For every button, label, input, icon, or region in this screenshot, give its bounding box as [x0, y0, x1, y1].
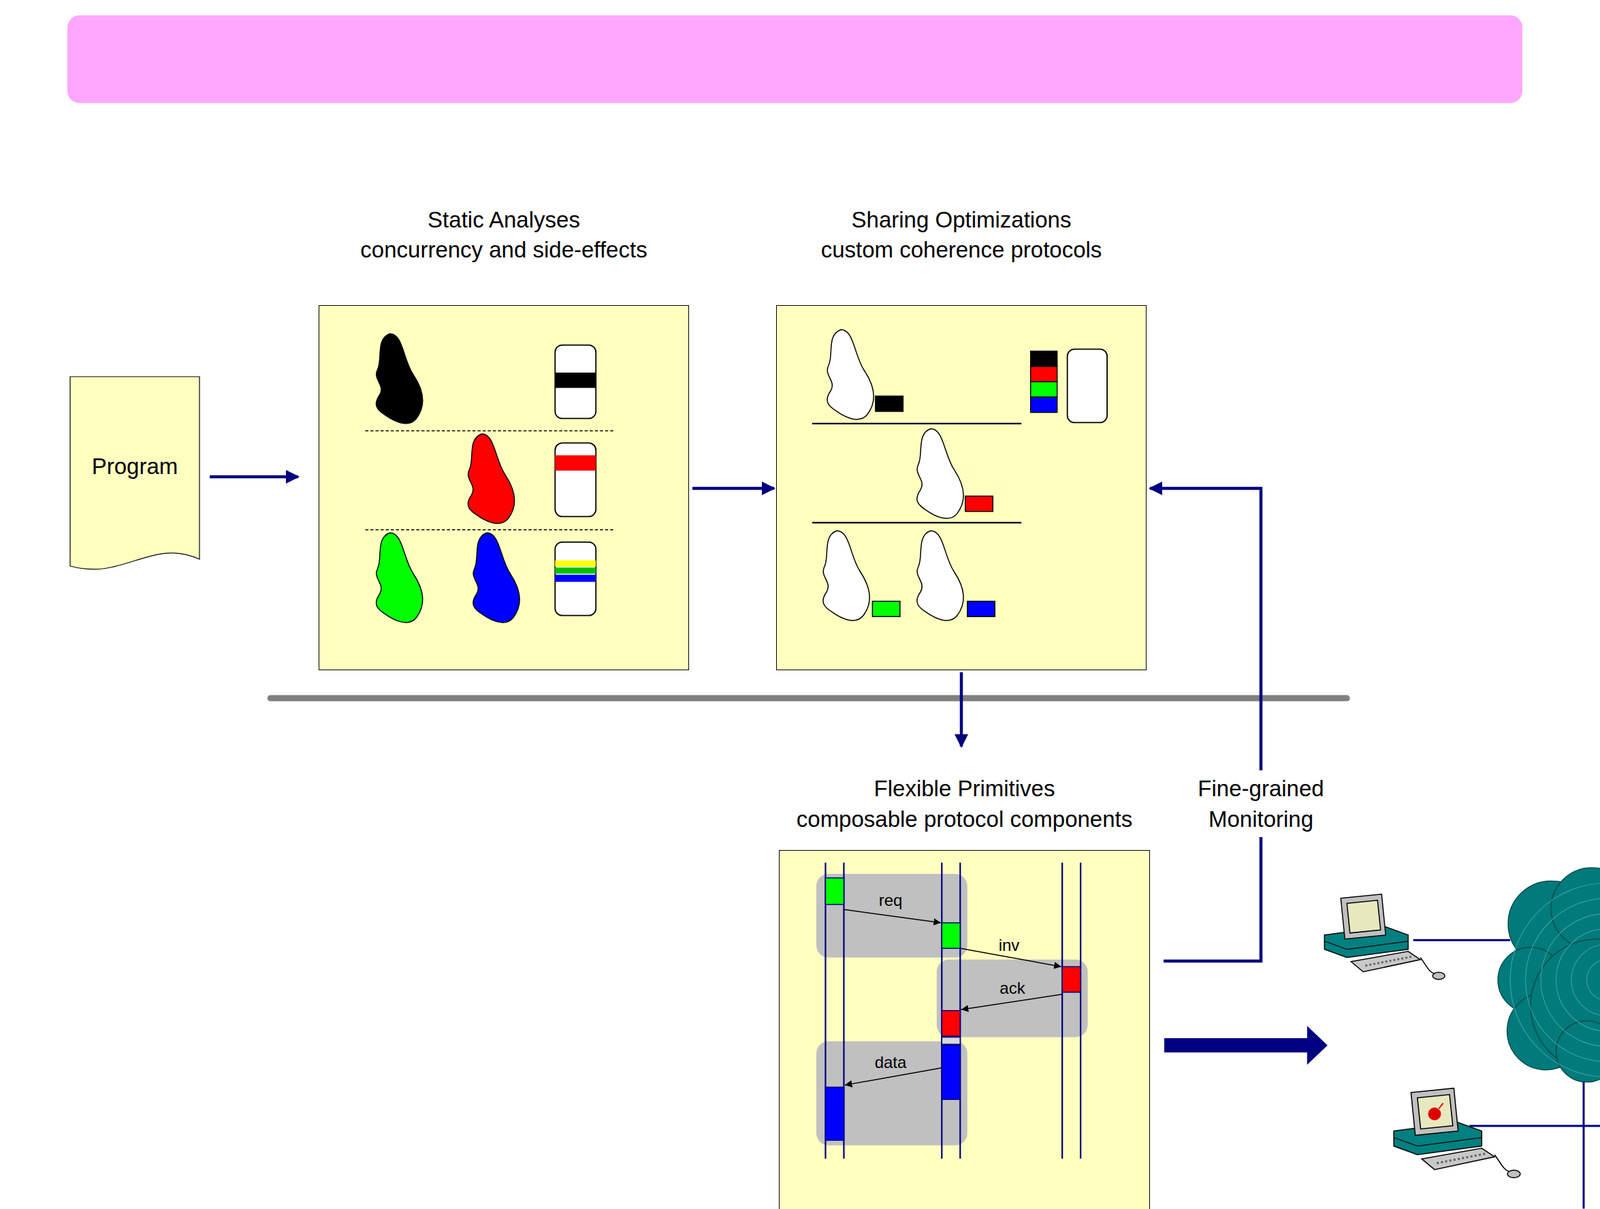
- document-shape: [70, 376, 200, 570]
- node-label: Program: [91, 451, 179, 482]
- panel-heading: Sharing Optimizations: [851, 204, 1072, 235]
- panel-heading: Flexible Primitives: [874, 773, 1056, 804]
- title-bar: [67, 14, 1523, 103]
- flow-arrow: [960, 672, 964, 747]
- primitives-panel: Flexible Primitivescomposable protocol c…: [778, 849, 1150, 1209]
- layer-divider: [270, 695, 1347, 702]
- program-document: Program: [70, 376, 200, 577]
- panel-subheading: custom coherence protocols: [821, 234, 1103, 265]
- panel-heading: Static Analyses: [427, 204, 581, 235]
- flow-arrow: [692, 486, 775, 491]
- message-label: inv: [998, 935, 1020, 955]
- message-label: data: [874, 1052, 907, 1072]
- optimization-panel: Sharing Optimizationscustom coherence pr…: [776, 305, 1147, 670]
- edge-label: Fine-grained Monitoring: [1182, 770, 1340, 837]
- panel-subheading: concurrency and side-effects: [360, 234, 647, 265]
- flow-arrow: [1149, 488, 1261, 961]
- static-analysis-art: [365, 333, 615, 623]
- message-label: req: [878, 890, 903, 910]
- panel-subheading: composable protocol components: [796, 804, 1133, 835]
- flow-arrow: [209, 475, 299, 479]
- message-label: ack: [999, 978, 1025, 998]
- protocol-timeline-art: [816, 861, 1088, 1159]
- sharing-optimization-art: [812, 329, 1108, 621]
- network-illustration: [1324, 867, 1600, 1209]
- deploy-arrow: [1164, 1025, 1328, 1065]
- analysis-panel: Static Analysesconcurrency and side-effe…: [318, 305, 690, 670]
